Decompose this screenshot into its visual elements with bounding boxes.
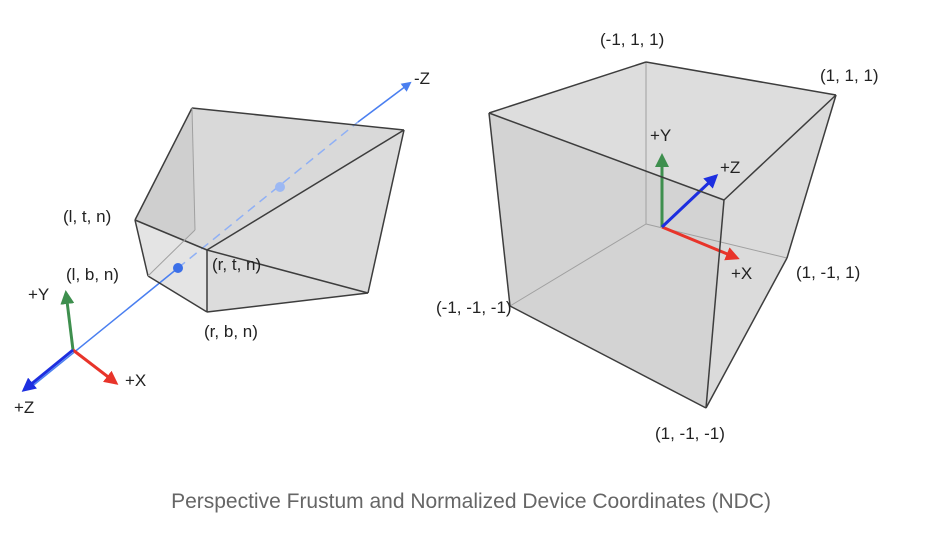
ndc-axis-x-arrow [661,225,740,261]
frustum-edge [134,219,149,277]
frustum-edge [191,107,405,131]
frustum-axis-x-label: +X [125,371,146,390]
ndc-axis-x-label: +X [731,264,752,283]
ndc-hidden-edge [509,223,647,307]
perspective-frustum: -Z (l, t, n) (l, b, n) (r, t, n) (r, b, … [14,69,430,417]
ndc-corner-label: (-1, -1, -1) [436,298,512,317]
frustum-right-face [207,130,404,312]
ndc-axis-y-label: +Y [650,126,671,145]
corner-label-rtn: (r, t, n) [212,255,261,274]
frustum-axis-z-label: +Z [14,398,34,417]
view-axis-line-hidden [177,121,359,269]
corner-label-ltn: (l, t, n) [63,207,111,226]
ndc-corner-label: (-1, 1, 1) [600,30,664,49]
ndc-cube: (-1, 1, 1) (1, 1, 1) (1, -1, 1) (-1, -1,… [436,30,879,443]
ndc-axis-z-arrow [660,173,719,229]
ndc-edge [488,112,511,307]
frustum-axis-y-label: +Y [28,285,49,304]
ndc-edge [786,94,837,259]
view-axis-label: -Z [414,69,430,88]
frustum-edge [367,129,405,294]
ndc-edge [645,61,837,96]
ndc-right-face [706,95,836,408]
frustum-axis-z-arrow [21,348,74,392]
far-plane-center-dot [275,182,285,192]
frustum-edge [134,219,208,251]
corner-label-rbn: (r, b, n) [204,322,258,341]
frustum-hidden-edge [147,229,196,277]
frustum-edge [147,275,208,313]
ndc-edge [509,305,707,409]
corner-label-lbn: (l, b, n) [66,265,119,284]
ndc-axis-z-label: +Z [720,158,740,177]
ndc-corner-label: (1, -1, -1) [655,424,725,443]
near-plane-center-dot [173,263,183,273]
frustum-edge [206,292,369,313]
view-axis-line-front [29,267,179,389]
frustum-edge [134,107,193,221]
frustum-edge [206,249,369,294]
frustum-hidden-edge [191,107,196,231]
ndc-front-face [489,113,724,408]
ndc-top-face [489,62,836,200]
frustum-axis-x-arrow [72,348,119,385]
view-axis-arrow [357,81,412,123]
ndc-corner-label: (1, -1, 1) [796,263,860,282]
ndc-edge [488,61,647,114]
ndc-edge [723,94,837,201]
ndc-edge [705,257,788,409]
frustum-axis-y-arrow [60,290,75,351]
frustum-edge [206,129,405,251]
figure-caption: Perspective Frustum and Normalized Devic… [171,490,771,513]
ndc-corner-label: (1, 1, 1) [820,66,879,85]
frustum-top-face [135,108,404,250]
ndc-edge [488,112,725,201]
ndc-edge [705,199,725,409]
